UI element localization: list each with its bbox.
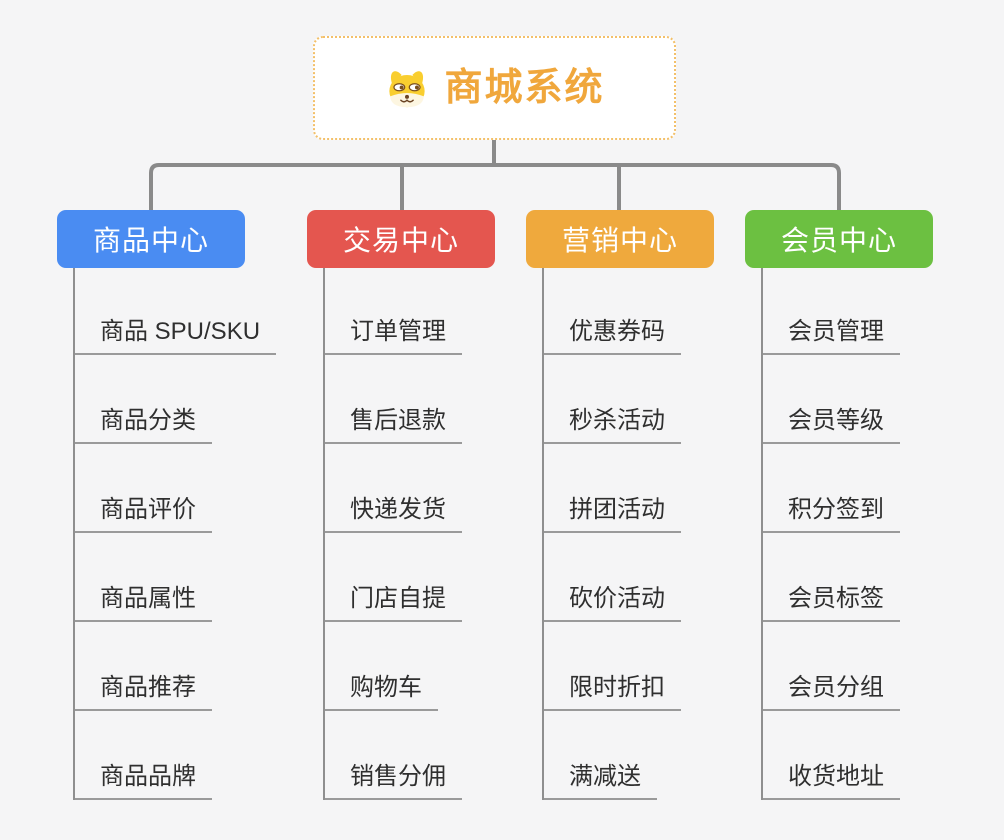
mindmap-child-node: 秒杀活动: [542, 355, 681, 444]
mindmap-child-node: 收货地址: [761, 711, 900, 800]
mindmap-child-node: 优惠券码: [542, 268, 681, 355]
mindmap-child-label[interactable]: 砍价活动: [542, 585, 681, 622]
mindmap-child-node: 购物车: [323, 622, 462, 711]
mindmap-child-node: 售后退款: [323, 355, 462, 444]
mindmap-child-label[interactable]: 商品推荐: [73, 674, 212, 711]
mindmap-child-label[interactable]: 购物车: [323, 674, 438, 711]
mindmap-child-label[interactable]: 会员等级: [761, 407, 900, 444]
mindmap-child-node: 商品分类: [73, 355, 276, 444]
branch-trade: 交易中心 订单管理 售后退款 快递发货 门店自提 购物车 销售分佣: [307, 210, 495, 800]
mindmap-child-label[interactable]: 拼团活动: [542, 496, 681, 533]
mindmap-child-label[interactable]: 销售分佣: [323, 763, 462, 800]
mindmap-child-node: 商品品牌: [73, 711, 276, 800]
branch-trade-children: 订单管理 售后退款 快递发货 门店自提 购物车 销售分佣: [323, 268, 462, 800]
mindmap-child-node: 会员等级: [761, 355, 900, 444]
mindmap-child-label[interactable]: 商品评价: [73, 496, 212, 533]
dog-face-icon: [389, 71, 426, 108]
mindmap-child-label[interactable]: 商品 SPU/SKU: [73, 318, 277, 355]
mindmap-child-label[interactable]: 积分签到: [761, 496, 900, 533]
mindmap-child-label[interactable]: 商品品牌: [73, 763, 212, 800]
branch-product-header[interactable]: 商品中心: [57, 210, 245, 268]
branch-member-children: 会员管理 会员等级 积分签到 会员标签 会员分组 收货地址: [761, 268, 900, 800]
branch-member-header[interactable]: 会员中心: [745, 210, 933, 268]
mindmap-child-node: 销售分佣: [323, 711, 462, 800]
mindmap-child-label[interactable]: 订单管理: [323, 318, 462, 355]
mindmap-child-node: 会员分组: [761, 622, 900, 711]
mindmap-child-label[interactable]: 会员标签: [761, 585, 900, 622]
mindmap-child-node: 限时折扣: [542, 622, 681, 711]
mindmap-child-label[interactable]: 限时折扣: [542, 674, 681, 711]
mindmap-child-node: 商品 SPU/SKU: [73, 268, 277, 355]
mindmap-child-node: 会员标签: [761, 533, 900, 622]
branch-product: 商品中心 商品 SPU/SKU 商品分类 商品评价 商品属性 商品推荐 商品品牌: [57, 210, 277, 800]
mindmap-child-label[interactable]: 秒杀活动: [542, 407, 681, 444]
mindmap-child-node: 门店自提: [323, 533, 462, 622]
branch-member: 会员中心 会员管理 会员等级 积分签到 会员标签 会员分组 收货地址: [745, 210, 933, 800]
mindmap-child-node: 积分签到: [761, 444, 900, 533]
mindmap-child-label[interactable]: 门店自提: [323, 585, 462, 622]
mindmap-child-node: 砍价活动: [542, 533, 681, 622]
mindmap-child-node: 订单管理: [323, 268, 462, 355]
mindmap-child-label[interactable]: 售后退款: [323, 407, 462, 444]
mindmap-child-label[interactable]: 商品分类: [73, 407, 212, 444]
mindmap-child-label[interactable]: 会员分组: [761, 674, 900, 711]
mindmap-child-node: 商品评价: [73, 444, 276, 533]
branch-product-children: 商品 SPU/SKU 商品分类 商品评价 商品属性 商品推荐 商品品牌: [73, 268, 277, 800]
root-node[interactable]: 商城系统: [313, 36, 676, 140]
mindmap-child-node: 快递发货: [323, 444, 462, 533]
branch-marketing-header[interactable]: 营销中心: [526, 210, 714, 268]
mindmap-child-label[interactable]: 优惠券码: [542, 318, 681, 355]
branch-marketing: 营销中心 优惠券码 秒杀活动 拼团活动 砍价活动 限时折扣 满减送: [526, 210, 714, 800]
mindmap-child-label[interactable]: 快递发货: [323, 496, 462, 533]
mindmap-child-node: 商品推荐: [73, 622, 276, 711]
root-title: 商城系统: [444, 67, 605, 109]
branch-trade-header[interactable]: 交易中心: [307, 210, 495, 268]
mindmap-child-node: 拼团活动: [542, 444, 681, 533]
branch-marketing-children: 优惠券码 秒杀活动 拼团活动 砍价活动 限时折扣 满减送: [542, 268, 681, 800]
mindmap-child-label[interactable]: 收货地址: [761, 763, 900, 800]
mindmap-child-label[interactable]: 满减送: [542, 763, 657, 800]
mindmap-child-label[interactable]: 商品属性: [73, 585, 212, 622]
mindmap-child-node: 会员管理: [761, 268, 900, 355]
mindmap-child-node: 满减送: [542, 711, 681, 800]
mindmap-child-label[interactable]: 会员管理: [761, 318, 900, 355]
mindmap-child-node: 商品属性: [73, 533, 276, 622]
